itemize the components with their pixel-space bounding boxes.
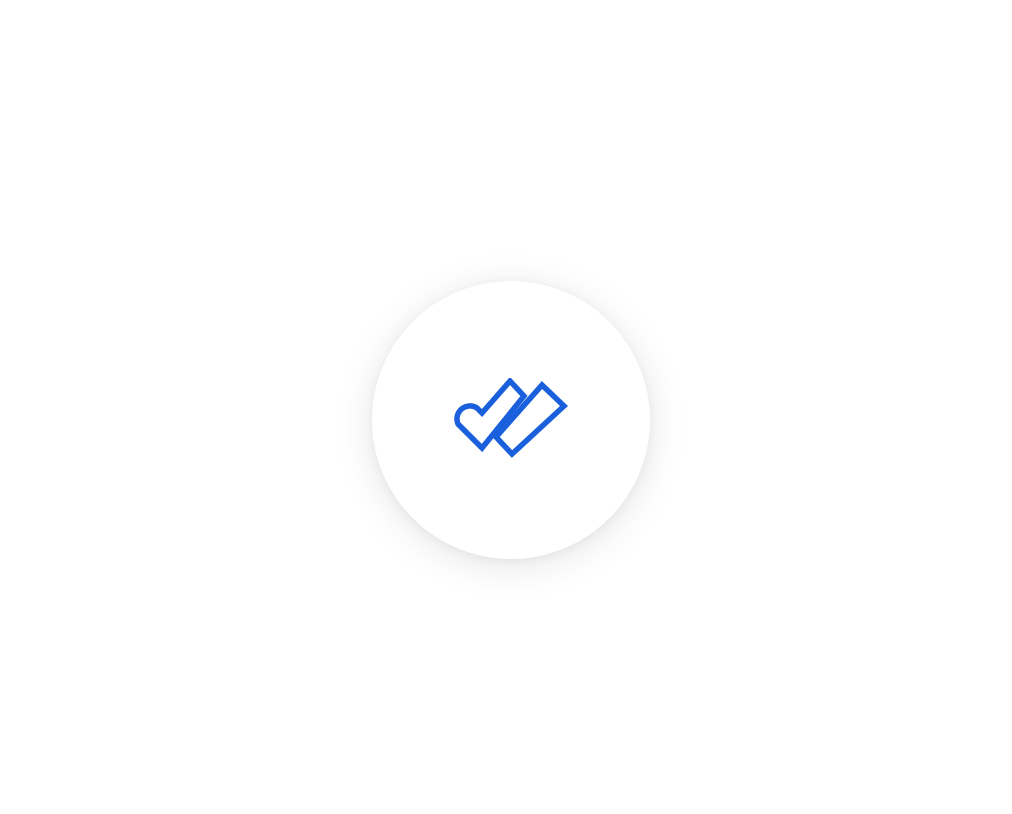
logo-circle (372, 281, 650, 559)
double-check-logo-icon (454, 378, 569, 458)
